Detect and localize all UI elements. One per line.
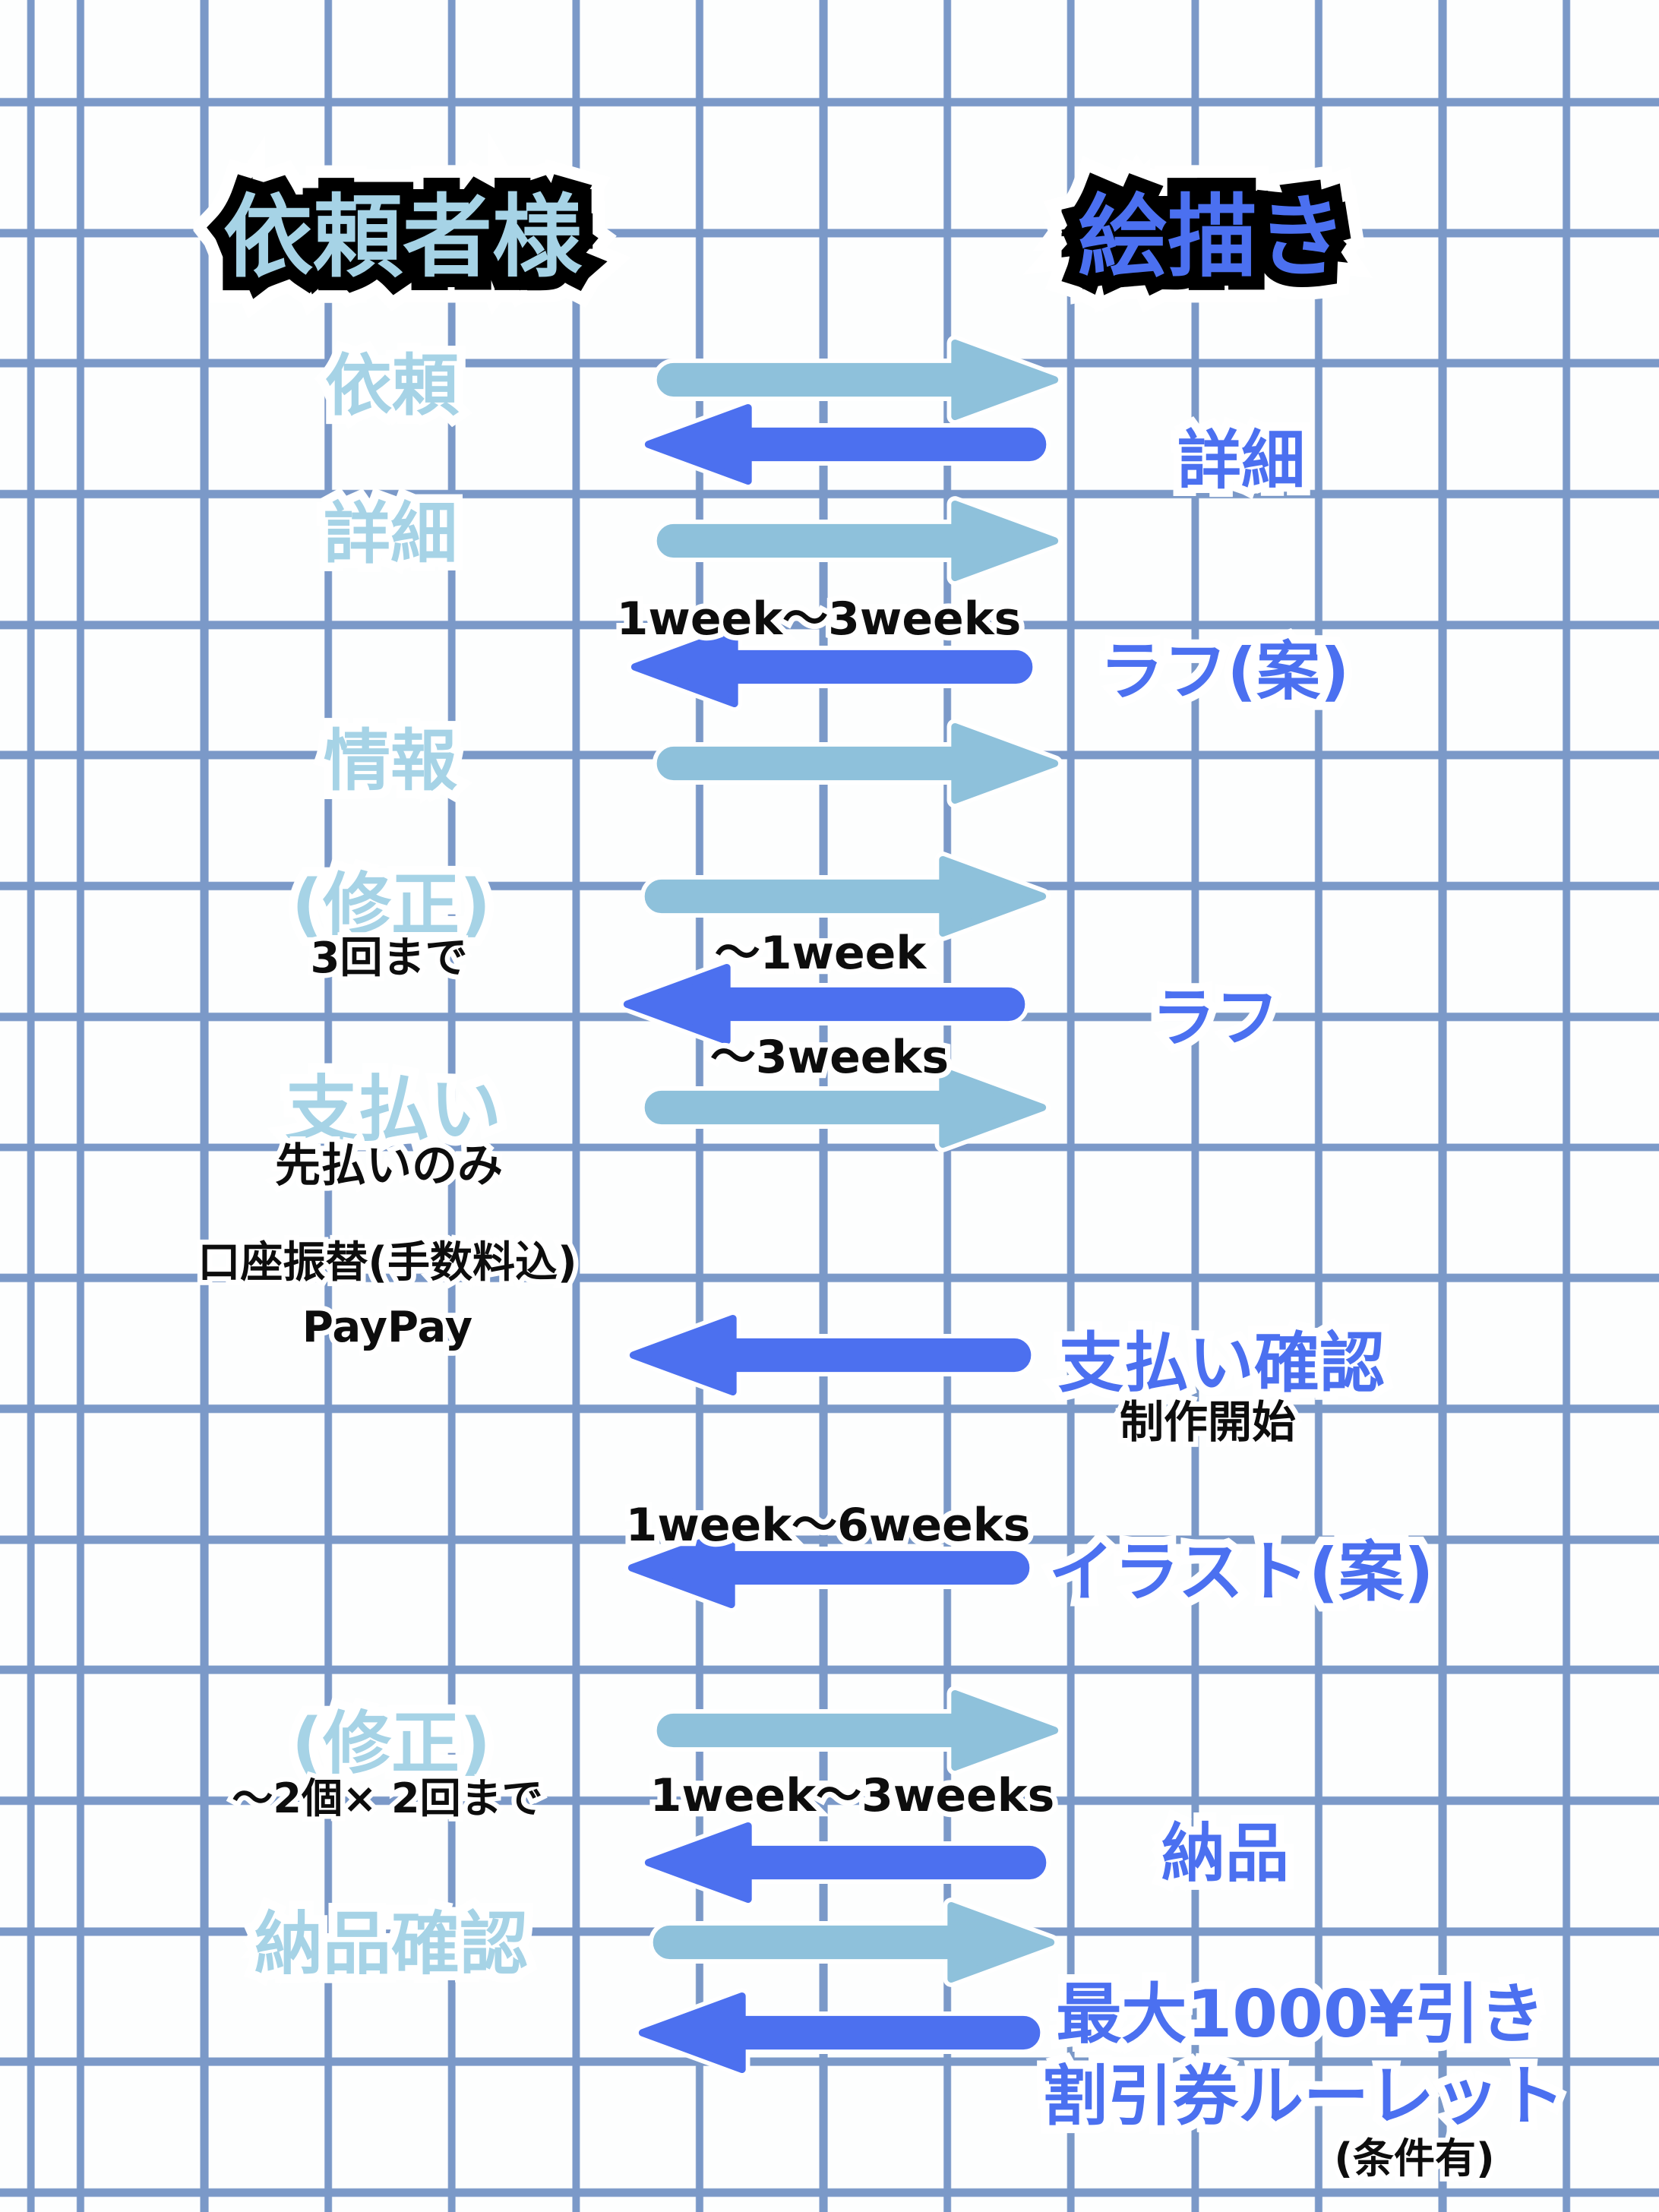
- client-step-revision-1-text: (修正): [291, 865, 491, 945]
- artist-step-details-text: 詳細: [1177, 423, 1306, 498]
- note-bank-transfer: 口座振替(手数料込) 口座振替(手数料込): [193, 1237, 583, 1289]
- artist-discount-roulette-text: 割引券ルーレット: [1042, 2059, 1565, 2135]
- artist-title-text: 絵描き: [1077, 185, 1348, 289]
- arrow-delivery-check-right-icon: [646, 1898, 1059, 1987]
- client-step-payment-text: 支払い: [285, 1068, 502, 1152]
- client-step-info: 情報 情報: [315, 719, 466, 803]
- client-step-revision-2-text: (修正): [291, 1704, 491, 1784]
- duration-revision-max-text: 〜3weeks: [709, 1031, 950, 1084]
- arrow-info-send-right-icon: [650, 719, 1063, 808]
- client-step-details: 詳細 詳細: [315, 491, 466, 576]
- arrow-payment-send-right-icon: [638, 1063, 1051, 1152]
- duration-details-to-rough-text: 1week〜3weeks: [616, 592, 1022, 646]
- arrow-rough-reply-left-icon: [619, 959, 1032, 1049]
- arrow-details-send-right-icon: [650, 496, 1063, 586]
- client-step-payment: 支払い 支払い: [276, 1065, 511, 1156]
- duration-revision-min: 〜1week 〜1week: [709, 925, 932, 981]
- client-step-revision-1: (修正) (修正): [283, 862, 500, 948]
- client-step-info-text: 情報: [323, 722, 458, 800]
- note-prepaid-only: 先払いのみ 先払いのみ: [270, 1138, 508, 1194]
- client-step-revision-2: (修正) (修正): [283, 1701, 500, 1787]
- note-revision-1-limit: 3回まで 3回まで: [305, 932, 472, 984]
- client-title: 依頼者様 依頼者様 依頼者様: [198, 166, 608, 308]
- client-step-delivery-check: 納品確認 納品確認: [245, 1901, 536, 1987]
- duration-payment-to-illustration-text: 1week〜6weeks: [625, 1499, 1031, 1552]
- artist-step-rough-draft-text: ラフ(案): [1099, 634, 1350, 709]
- artist-title: 絵描き 絵描き 絵描き: [1052, 166, 1373, 308]
- arrow-request-right-icon: [650, 335, 1063, 425]
- note-revision-1-limit-text: 3回まで: [310, 934, 468, 983]
- artist-step-illustration-draft: イラスト(案) イラスト(案): [1040, 1531, 1442, 1613]
- artist-discount-max-text: 最大1000¥引き: [1056, 1977, 1545, 2052]
- client-step-details-text: 詳細: [323, 495, 458, 573]
- artist-step-rough-text: ラフ: [1151, 981, 1280, 1055]
- arrow-illustration-draft-left-icon: [624, 1523, 1036, 1613]
- artist-step-details: 詳細 詳細: [1169, 420, 1313, 501]
- duration-payment-to-illustration: 1week〜6weeks 1week〜6weeks: [620, 1497, 1035, 1553]
- duration-revision-min-text: 〜1week: [714, 927, 927, 980]
- note-discount-conditions-text: (条件有): [1334, 2135, 1495, 2182]
- artist-step-delivery-text: 納品: [1161, 1816, 1290, 1891]
- note-prepaid-only-text: 先払いのみ: [275, 1139, 503, 1193]
- artist-discount-roulette: 割引券ルーレット 割引券ルーレット: [1034, 2056, 1573, 2138]
- note-discount-conditions: (条件有) (条件有): [1329, 2133, 1499, 2184]
- arrow-payment-confirm-left-icon: [625, 1310, 1038, 1400]
- artist-step-payment-confirm-text: 支払い確認: [1058, 1326, 1385, 1401]
- note-production-start: 制作開始 制作開始: [1114, 1395, 1301, 1449]
- client-step-delivery-check-text: 納品確認: [254, 1904, 528, 1984]
- arrow-discount-reply-left-icon: [634, 1988, 1047, 2078]
- note-paypay-text: PayPay: [302, 1303, 473, 1352]
- note-revision-2-limit: 〜2個× 2回まで 〜2個× 2回まで: [227, 1773, 548, 1824]
- arrow-rough-draft-reply-left-icon: [627, 622, 1039, 712]
- arrow-revision-request-right-icon: [638, 852, 1051, 941]
- duration-details-to-rough: 1week〜3weeks 1week〜3weeks: [611, 591, 1026, 647]
- artist-title-outline: 絵描き: [1064, 179, 1360, 295]
- artist-step-payment-confirm: 支払い確認 支払い確認: [1050, 1322, 1393, 1405]
- note-production-start-text: 制作開始: [1119, 1396, 1297, 1448]
- arrow-delivery-reply-left-icon: [640, 1818, 1053, 1907]
- client-step-request: 依頼 依頼: [317, 343, 468, 428]
- duration-revision-max: 〜3weeks 〜3weeks: [705, 1029, 955, 1085]
- duration-revision-to-delivery: 1week〜3weeks 1week〜3weeks: [644, 1768, 1060, 1824]
- artist-step-illustration-draft-text: イラスト(案): [1048, 1534, 1434, 1610]
- duration-revision-to-delivery-text: 1week〜3weeks: [649, 1769, 1055, 1822]
- arrow-revision2-request-right-icon: [650, 1686, 1063, 1775]
- note-revision-2-limit-text: 〜2個× 2回まで: [232, 1774, 543, 1822]
- client-title-text: 依頼者様: [223, 185, 583, 289]
- artist-step-delivery: 納品 納品: [1153, 1813, 1297, 1894]
- artist-discount-max: 最大1000¥引き 最大1000¥引き: [1048, 1973, 1553, 2056]
- note-bank-transfer-text: 口座振替(手数料込): [198, 1238, 577, 1288]
- artist-step-rough-draft: ラフ(案) ラフ(案): [1092, 631, 1358, 712]
- artist-step-rough: ラフ ラフ: [1143, 978, 1288, 1058]
- arrow-details-reply-left-icon: [640, 400, 1053, 489]
- client-step-request-text: 依頼: [324, 346, 460, 425]
- client-title-outline: 依頼者様: [210, 179, 595, 295]
- note-paypay: PayPay PayPay: [297, 1301, 478, 1354]
